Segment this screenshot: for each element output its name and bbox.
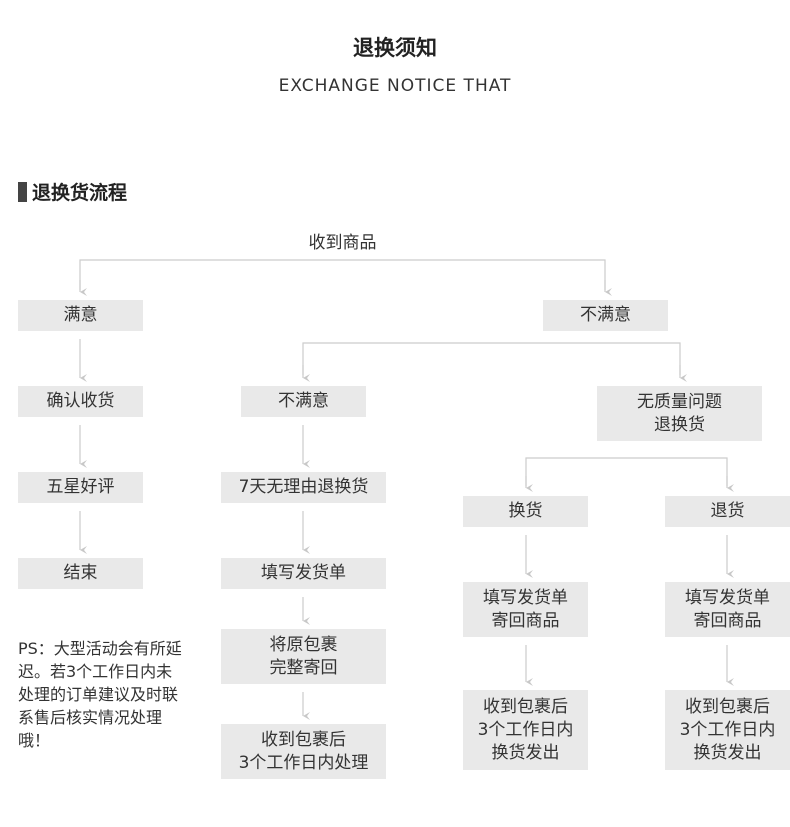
section-marker <box>18 181 27 202</box>
step-end: 结束 <box>18 558 143 589</box>
step-fill-form: 填写发货单 <box>221 558 386 589</box>
step-return-package: 将原包裹 完整寄回 <box>221 629 386 684</box>
step-satisfied: 满意 <box>18 300 143 331</box>
step-five-star: 五星好评 <box>18 472 143 503</box>
section-heading: 退换货流程 <box>18 178 127 205</box>
step-refund-fill-form: 填写发货单 寄回商品 <box>665 582 790 637</box>
step-refund: 退货 <box>665 496 790 527</box>
connector-start-split <box>79 259 606 290</box>
section-title: 退换货流程 <box>32 182 128 204</box>
step-unsatisfied: 不满意 <box>543 300 668 331</box>
step-no-quality-issue: 无质量问题 退换货 <box>597 386 762 441</box>
step-process: 收到包裹后 3个工作日内处理 <box>221 724 386 779</box>
step-exchange: 换货 <box>463 496 588 527</box>
step-unsatisfied-no-reason: 不满意 <box>241 386 366 417</box>
step-received: 收到商品 <box>308 233 377 253</box>
page-title: 退换须知 <box>353 36 437 60</box>
step-seven-day-return: 7天无理由退换货 <box>221 472 386 503</box>
step-refund-ship: 收到包裹后 3个工作日内 换货发出 <box>665 690 790 770</box>
page-subtitle: EXCHANGE NOTICE THAT <box>278 76 512 96</box>
step-exchange-fill-form: 填写发货单 寄回商品 <box>463 582 588 637</box>
connector-unsatisfied-split <box>302 342 681 375</box>
step-confirm-receipt: 确认收货 <box>18 386 143 417</box>
ps-note: PS：大型活动会有所延迟。若3个工作日内未处理的订单建议及时联系售后核实情况处理… <box>18 639 182 750</box>
connector-quality-split <box>525 457 728 486</box>
step-exchange-ship: 收到包裹后 3个工作日内 换货发出 <box>463 690 588 770</box>
